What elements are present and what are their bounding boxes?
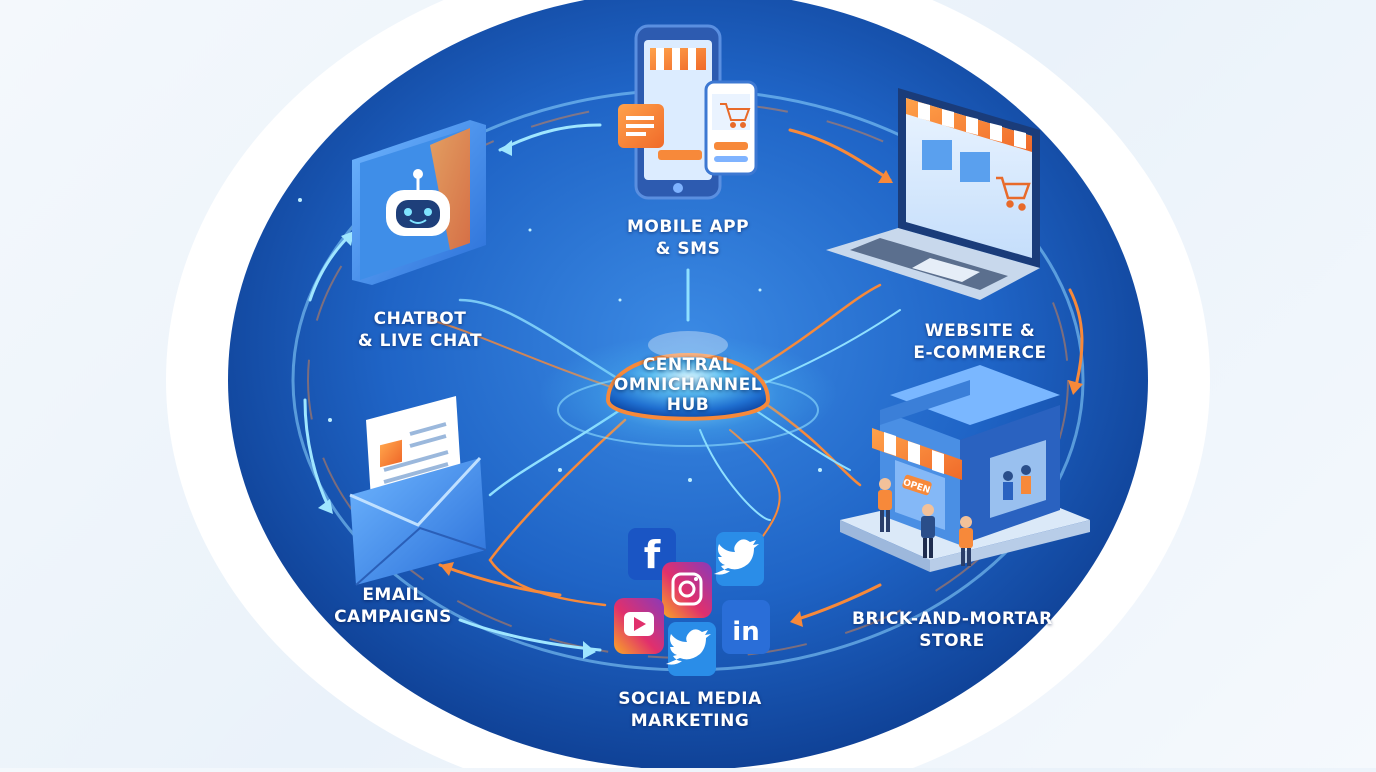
linkedin-icon: in: [722, 600, 770, 654]
mobile-label: MOBILE APP & SMS: [608, 216, 768, 260]
store-label-line1: BRICK-AND-MORTAR: [852, 609, 1053, 629]
website-label: WEBSITE & E-COMMERCE: [900, 320, 1060, 364]
hub-dome: [605, 353, 771, 421]
youtube-icon: [614, 598, 664, 654]
mobile-label-line1: MOBILE APP: [626, 217, 750, 237]
shopping-cart-icon: [720, 103, 751, 128]
chatbot-label-line2: & LIVE CHAT: [357, 331, 483, 351]
chatbot-label-line1: CHATBOT: [373, 309, 467, 329]
hub-label-line3: HUB: [666, 395, 710, 415]
hub-highlight: [648, 331, 728, 359]
email-label: EMAIL CAMPAIGNS: [328, 584, 458, 628]
social-label-line2: MARKETING: [630, 711, 750, 731]
shoppers: [878, 478, 973, 566]
chatbot-label: CHATBOT & LIVE CHAT: [340, 308, 500, 352]
social-label-line1: SOCIAL MEDIA: [618, 689, 762, 709]
social-label: SOCIAL MEDIA MARKETING: [600, 688, 780, 732]
store-label-line2: STORE: [919, 631, 985, 651]
svg-text:f: f: [644, 533, 661, 577]
chatbot-icon: [352, 120, 486, 285]
website-label-line1: WEBSITE &: [924, 321, 1036, 341]
store-label: BRICK-AND-MORTAR STORE: [852, 608, 1052, 652]
hub-label-line1: CENTRAL: [642, 355, 734, 375]
instagram-icon: [662, 562, 712, 618]
hub-label-line2: OMNICHANNEL: [613, 375, 763, 395]
orbit-arrows: [303, 123, 1084, 659]
hub-label: CENTRAL OMNICHANNEL HUB: [588, 355, 788, 415]
laptop-icon: [826, 88, 1040, 300]
smartphone-icon: [618, 24, 758, 200]
email-label-line2: CAMPAIGNS: [334, 607, 452, 627]
email-envelope-icon: [349, 396, 487, 586]
mobile-label-line2: & SMS: [655, 239, 721, 259]
twitter-icon: [714, 532, 764, 586]
website-label-line2: E-COMMERCE: [913, 343, 1047, 363]
open-sign: [902, 474, 932, 496]
svg-text:in: in: [732, 617, 759, 647]
email-label-line1: EMAIL: [362, 585, 424, 605]
twitter-icon: [666, 622, 716, 676]
